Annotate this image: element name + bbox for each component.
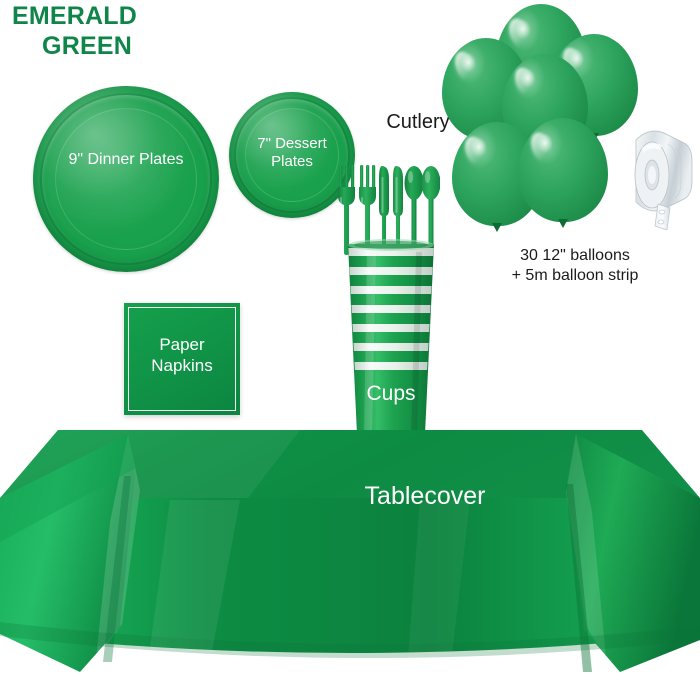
title-line-1: EMERALD — [12, 2, 138, 30]
cups-label: Cups — [366, 382, 416, 405]
napkins-label-line-2: Napkins — [151, 355, 213, 375]
balloons-label-line-1: 30 12" balloons — [520, 247, 630, 264]
stacked-cups-icon — [348, 239, 434, 441]
balloon-highlight — [527, 128, 558, 166]
tablecover-image — [0, 372, 700, 672]
tablecover-label: Tablecover — [364, 482, 486, 510]
dessert-plate-image — [229, 92, 355, 218]
plate-rim-ring — [234, 97, 350, 213]
balloons-label: 30 12" balloons + 5m balloon strip — [455, 246, 695, 285]
plate-inner-well — [55, 108, 197, 250]
balloons-label-line-2: + 5m balloon strip — [511, 266, 639, 284]
dessert-label-line-1: 7" Dessert — [257, 135, 327, 152]
balloon-highlight — [451, 48, 481, 85]
cutlery-label: Cutlery — [386, 111, 450, 133]
plate-inner-well — [245, 108, 339, 202]
cutlery-image — [336, 163, 441, 255]
napkin-border — [128, 307, 236, 411]
plate-rim-ring — [40, 93, 212, 265]
balloon-cluster-image — [440, 0, 640, 240]
cutlery-icon — [338, 165, 441, 255]
dinner-plates-label: 9" Dinner Plates — [68, 151, 184, 168]
title-line-2: GREEN — [42, 31, 132, 60]
dessert-plates-label: 7" Dessert Plates — [230, 135, 354, 172]
balloon-knot — [492, 223, 502, 232]
napkins-label-line-1: Paper — [159, 335, 205, 354]
balloon — [518, 118, 608, 228]
balloon-strip-roll-icon — [634, 130, 693, 231]
dinner-plate-image — [33, 86, 219, 272]
cups-image — [330, 238, 452, 446]
dessert-label-line-2: Plates — [271, 153, 313, 171]
draped-tablecover-icon — [0, 430, 700, 672]
balloon-highlight — [461, 132, 492, 170]
balloon-highlight — [510, 64, 540, 100]
paper-napkins-image — [124, 303, 240, 415]
paper-napkins-label: Paper Napkins — [124, 335, 240, 376]
page-title: EMERALD GREEN — [8, 2, 208, 61]
balloon-knot — [558, 219, 568, 228]
balloon-strip-image — [628, 118, 698, 231]
